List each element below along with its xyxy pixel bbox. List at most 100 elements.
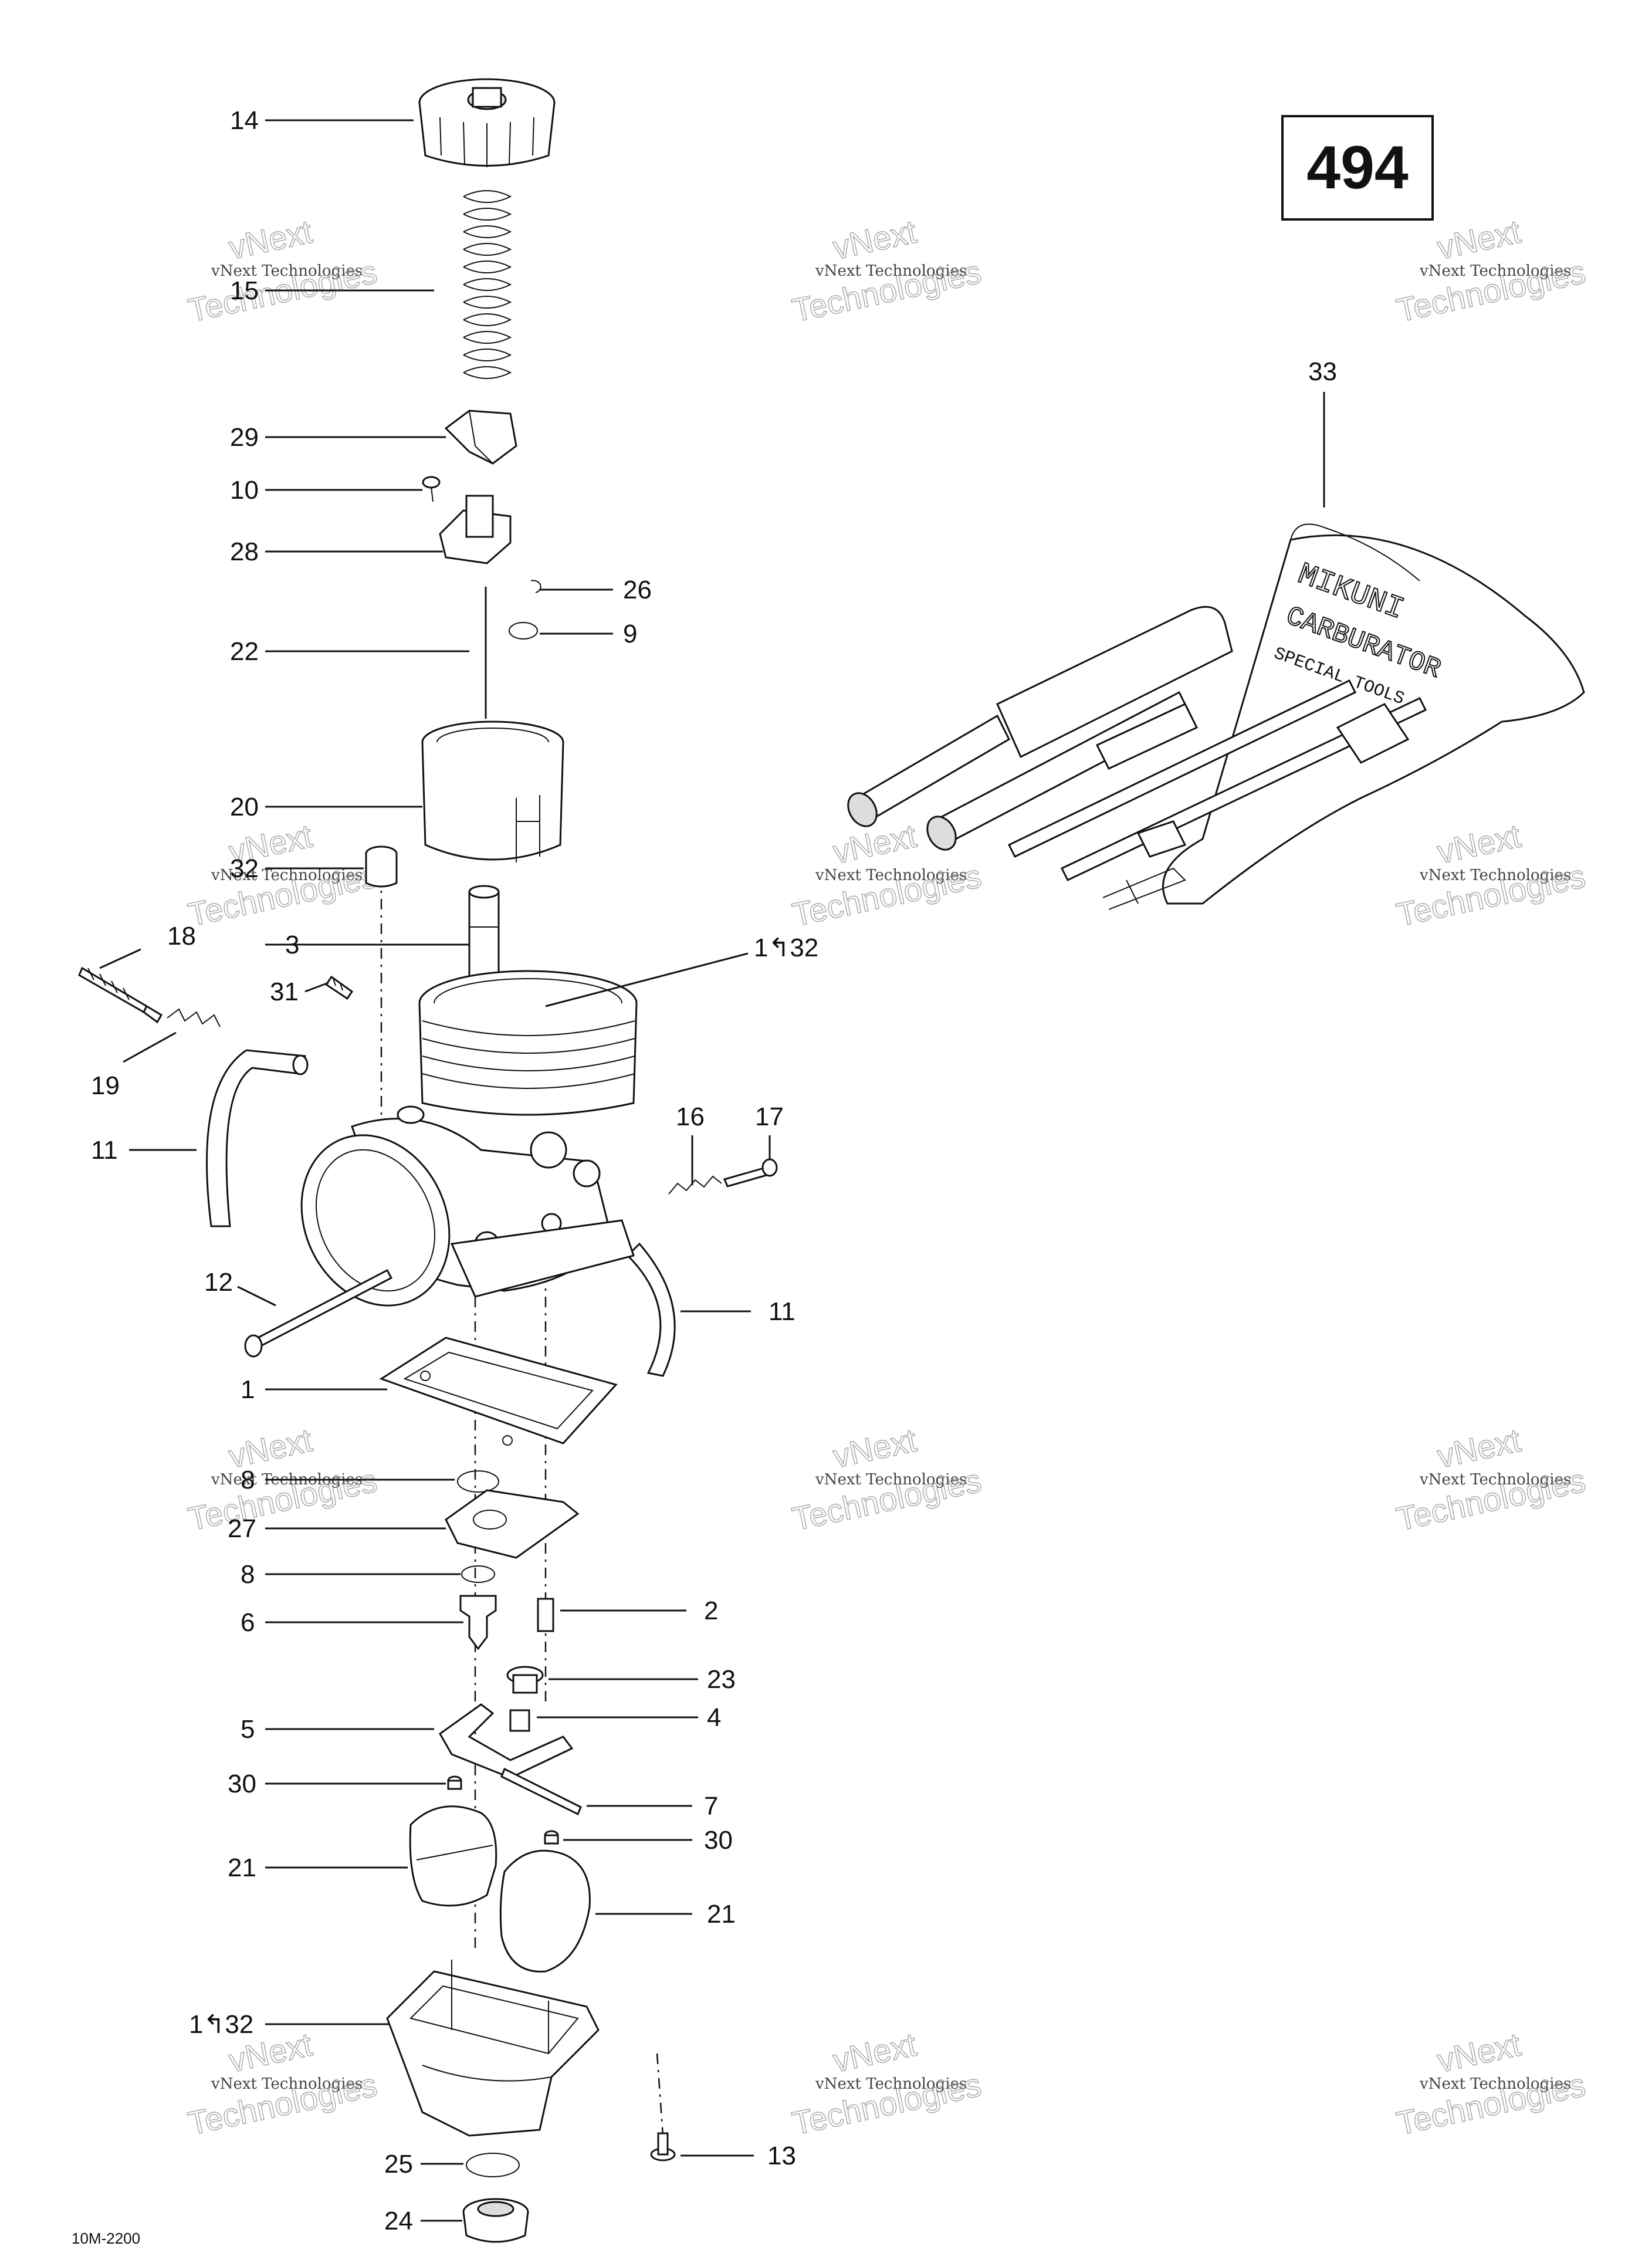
callout-12: 12 <box>204 1268 233 1297</box>
part-11-vent-hose-left[interactable] <box>206 1049 309 1227</box>
part-2-pilot-jet[interactable] <box>537 1598 554 1632</box>
float-bowl[interactable] <box>386 1960 600 2137</box>
part-8-o-ring-upper[interactable] <box>457 1470 499 1493</box>
part-7-float-pin[interactable] <box>500 1767 582 1816</box>
part-15-spring[interactable] <box>463 190 512 379</box>
part-10-screw[interactable] <box>422 476 441 502</box>
part-31-air-screw[interactable] <box>324 975 354 1000</box>
callout-4: 4 <box>707 1703 721 1732</box>
callout-numbers: 14 15 29 10 28 26 9 22 20 32 3 1↰32 18 3… <box>91 106 1337 2235</box>
svg-text:vNext: vNext <box>830 1421 920 1474</box>
watermark: vNext vNext Technologies Technologies <box>184 2025 380 2143</box>
watermark: vNext vNext Technologies Technologies <box>1393 212 1589 330</box>
part-23-needle-jet[interactable] <box>506 1666 544 1694</box>
part-17-screw[interactable] <box>723 1158 778 1188</box>
part-26-e-clip[interactable] <box>530 580 541 593</box>
callout-3: 3 <box>285 931 299 959</box>
part-12-long-screw[interactable] <box>244 1268 393 1358</box>
part-16-spring[interactable] <box>668 1175 722 1195</box>
leader-lines <box>99 119 1325 2222</box>
callout-8-lower: 8 <box>241 1560 255 1589</box>
callout-31: 31 <box>270 977 299 1006</box>
part-1-gasket[interactable] <box>379 1337 618 1446</box>
callout-25: 25 <box>384 2150 413 2178</box>
watermark: vNext vNext Technologies Technologies <box>184 212 380 330</box>
callout-30-right: 30 <box>704 1826 733 1855</box>
svg-text:vNext: vNext <box>225 212 316 266</box>
part-25-o-ring[interactable] <box>466 2153 520 2177</box>
callout-6: 6 <box>241 1608 255 1637</box>
watermark: vNext vNext Technologies Technologies <box>1393 1421 1589 1538</box>
part-3-starter-plunger[interactable] <box>468 885 500 987</box>
svg-text:vNext Technologies: vNext Technologies <box>815 262 967 280</box>
callout-18: 18 <box>167 922 196 950</box>
part-29-needle-clip-plate[interactable] <box>444 410 517 465</box>
callout-8-upper: 8 <box>241 1466 255 1494</box>
part-4-main-jet[interactable] <box>509 1709 530 1732</box>
part-30-float-pin-right[interactable] <box>544 1830 559 1845</box>
part-9-washer[interactable] <box>509 622 538 640</box>
svg-text:vNext Technologies: vNext Technologies <box>211 262 363 280</box>
diagram-number: 494 <box>1281 115 1434 221</box>
watermark: vNext vNext Technologies Technologies <box>184 817 380 934</box>
svg-text:vNext: vNext <box>225 1421 316 1474</box>
part-6-needle-valve[interactable] <box>459 1595 497 1650</box>
part-14-cap[interactable] <box>418 78 556 167</box>
svg-text:vNext: vNext <box>1434 817 1524 870</box>
callout-16: 16 <box>676 1102 705 1131</box>
callout-21-left: 21 <box>228 1853 256 1882</box>
svg-text:vNext: vNext <box>1434 1421 1524 1474</box>
watermark: vNext vNext Technologies Technologies <box>788 212 984 330</box>
svg-text:vNext Technologies: vNext Technologies <box>211 867 363 884</box>
svg-text:vNext: vNext <box>1434 212 1524 266</box>
callout-13: 13 <box>767 2142 796 2170</box>
callout-17: 17 <box>755 1102 784 1131</box>
svg-text:vNext Technologies: vNext Technologies <box>1419 2075 1571 2093</box>
svg-text:vNext: vNext <box>1434 2025 1524 2079</box>
watermark: vNext vNext Technologies Technologies <box>1393 2025 1589 2143</box>
callout-32: 32 <box>230 854 259 883</box>
part-19-idle-spring[interactable] <box>167 1008 221 1027</box>
callout-1: 1 <box>241 1375 255 1404</box>
part-27-baffle-plate[interactable] <box>445 1489 580 1559</box>
callout-14: 14 <box>230 106 259 135</box>
part-21-float-right[interactable] <box>499 1849 591 1973</box>
part-32-cap[interactable] <box>365 845 398 888</box>
callout-19: 19 <box>91 1071 120 1100</box>
callout-30-left: 30 <box>228 1770 256 1798</box>
svg-text:vNext Technologies: vNext Technologies <box>1419 1471 1571 1489</box>
callout-33: 33 <box>1308 357 1337 386</box>
part-28-needle-retainer[interactable] <box>439 495 512 564</box>
callout-15: 15 <box>230 276 259 305</box>
callout-1-32-bottom: 1↰32 <box>189 2010 253 2039</box>
part-24-drain-plug[interactable] <box>462 2198 529 2243</box>
part-18-idle-screw[interactable] <box>78 966 163 1024</box>
part-21-float-left[interactable] <box>409 1805 497 1907</box>
svg-text:vNext: vNext <box>830 2025 920 2079</box>
part-13-bowl-screw[interactable] <box>650 2132 676 2161</box>
callout-23: 23 <box>707 1665 736 1694</box>
svg-text:vNext Technologies: vNext Technologies <box>1419 867 1571 884</box>
svg-text:vNext Technologies: vNext Technologies <box>211 2075 363 2093</box>
callout-9: 9 <box>623 620 637 648</box>
callout-1-32-top: 1↰32 <box>754 933 818 962</box>
part-20-throttle-slide[interactable] <box>421 720 564 862</box>
part-5-float-arm[interactable] <box>439 1703 574 1779</box>
watermark: vNext vNext Technologies Technologies <box>788 1421 984 1538</box>
part-33-tool-kit[interactable]: MIKUNI CARBURATOR SPECIAL TOOLS <box>842 523 1585 910</box>
part-11-vent-hose-right[interactable] <box>626 1242 676 1377</box>
callout-22: 22 <box>230 637 259 666</box>
part-30-float-pin-left[interactable] <box>447 1775 462 1790</box>
callout-27: 27 <box>228 1514 256 1543</box>
svg-text:vNext Technologies: vNext Technologies <box>1419 262 1571 280</box>
callout-28: 28 <box>230 537 259 566</box>
svg-text:vNext Technologies: vNext Technologies <box>815 1471 967 1489</box>
callout-2: 2 <box>704 1596 718 1625</box>
svg-text:vNext Technologies: vNext Technologies <box>815 2075 967 2093</box>
carburetor-body[interactable] <box>275 970 638 1330</box>
part-8-o-ring-lower[interactable] <box>461 1565 495 1583</box>
callout-29: 29 <box>230 423 259 452</box>
watermark: vNext vNext Technologies Technologies <box>788 2025 984 2143</box>
callout-11-left: 11 <box>91 1136 118 1165</box>
